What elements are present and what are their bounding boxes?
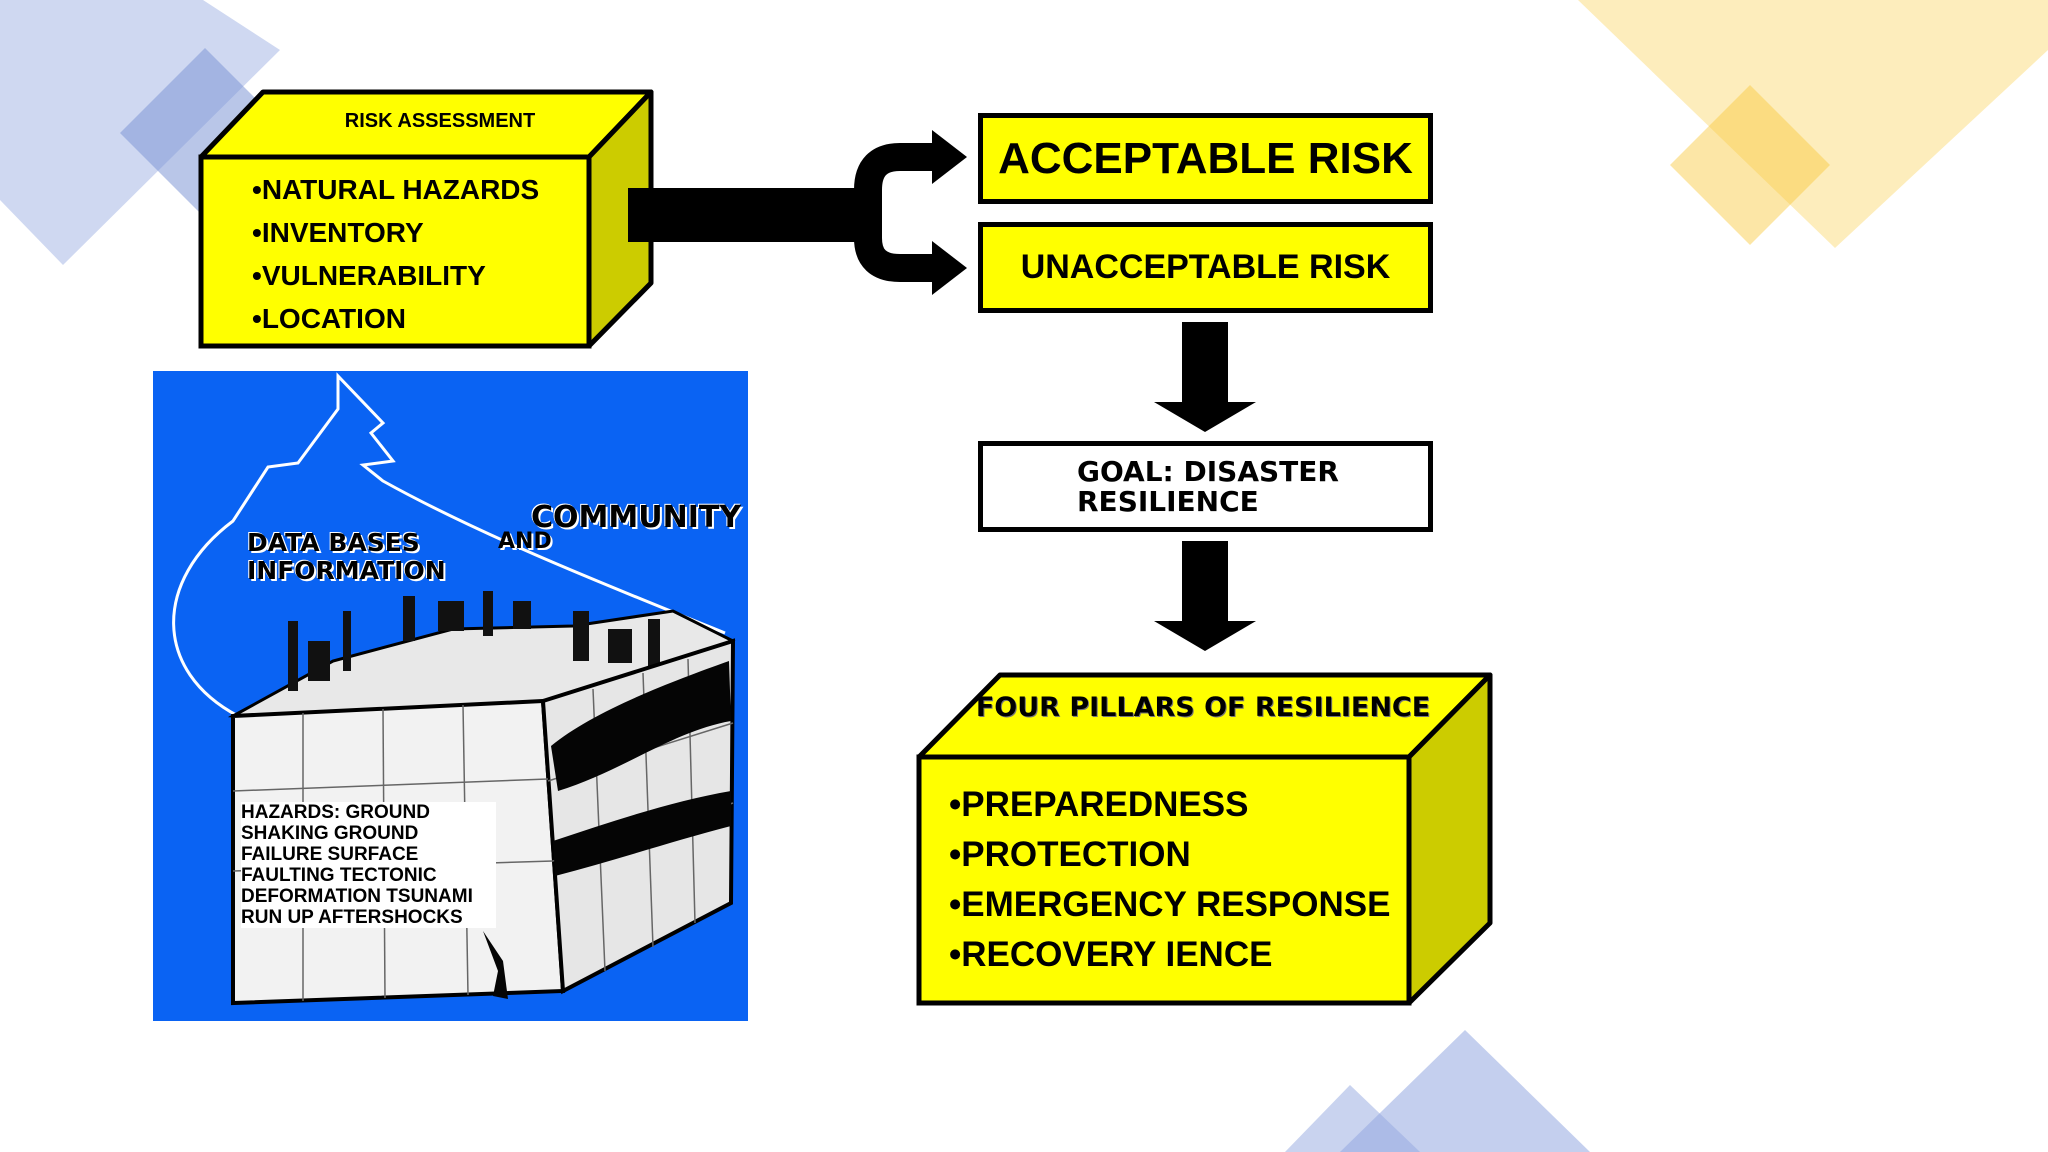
pillar-item-recovery: RECOVERY IENCE [949, 930, 1399, 980]
fork-arrowhead-up [932, 130, 967, 184]
geological-layer-upper [551, 661, 731, 791]
fork-arrow-up [854, 143, 934, 215]
risk-assessment-title: RISK ASSESSMENT [344, 110, 536, 132]
unacceptable-risk-box: UNACCEPTABLE RISK [978, 222, 1433, 313]
risk-assessment-list: NATURAL HAZARDS INVENTORY VULNERABILITY … [252, 168, 582, 340]
community-label: COMMUNITY [531, 500, 742, 535]
pillar-item-preparedness: PREPAREDNESS [949, 780, 1399, 830]
goal-box: GOAL: DISASTER RESILIENCE [978, 441, 1433, 532]
down-arrow-to-pillars [1154, 541, 1256, 651]
down-arrow-to-goal [1154, 322, 1256, 432]
geological-layer-lower [553, 791, 731, 876]
risk-item-vulnerability: VULNERABILITY [252, 254, 582, 297]
connector-bar [628, 188, 868, 242]
pillar-item-emergency-response: EMERGENCY RESPONSE [949, 880, 1399, 930]
unacceptable-risk-label: UNACCEPTABLE RISK [1020, 248, 1391, 286]
risk-item-location: LOCATION [252, 297, 582, 340]
goal-line-1: GOAL: DISASTER [1077, 454, 1339, 488]
goal-text: GOAL: DISASTER RESILIENCE [1077, 454, 1339, 518]
deco-diamond-blue-bottom-small [1285, 1085, 1420, 1152]
fork-arrowhead-down [932, 241, 967, 295]
deco-diamond-yellow-tr [1578, 0, 2048, 248]
acceptable-risk-label: ACCEPTABLE RISK [998, 133, 1413, 183]
deco-diamond-blue-bottom [1340, 1030, 1590, 1152]
four-pillars-list: PREPAREDNESS PROTECTION EMERGENCY RESPON… [949, 780, 1399, 980]
data-bases-label: DATA BASES INFORMATION [247, 528, 446, 585]
deco-diamond-yellow-tr-small [1670, 85, 1830, 245]
hazards-label: HAZARDS: GROUND SHAKING GROUND FAILURE S… [241, 802, 496, 928]
pillar-item-protection: PROTECTION [949, 830, 1399, 880]
fork-arrow-down [854, 215, 934, 282]
and-label: AND [498, 529, 552, 554]
four-pillars-title: FOUR PILLARS OF RESILIENCE [975, 692, 1431, 723]
fault-crack [483, 931, 508, 999]
risk-item-inventory: INVENTORY [252, 211, 582, 254]
goal-line-2: RESILIENCE [1077, 484, 1259, 518]
risk-item-natural-hazards: NATURAL HAZARDS [252, 168, 582, 211]
city-buildings [288, 591, 660, 691]
acceptable-risk-box: ACCEPTABLE RISK [978, 113, 1433, 204]
community-illustration: DATA BASES INFORMATION AND COMMUNITY HAZ… [153, 371, 748, 1021]
illustration-outline-arrow [172, 372, 726, 718]
